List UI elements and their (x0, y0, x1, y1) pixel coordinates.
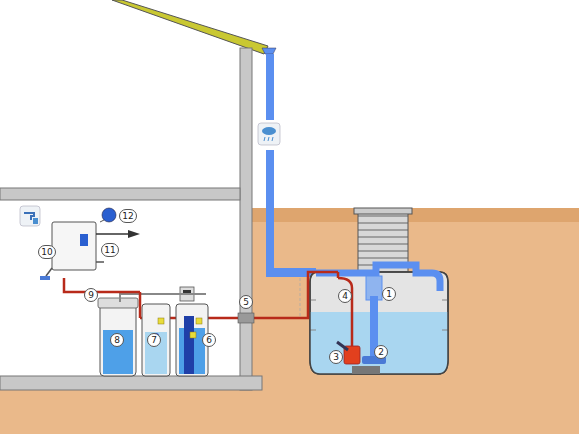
callout-number: 11 (101, 243, 118, 257)
callout-number: 2 (374, 345, 388, 359)
callout-number: 5 (239, 295, 253, 309)
callout-number: 7 (147, 333, 161, 347)
callout-number: 6 (202, 333, 216, 347)
callout-number: 4 (338, 289, 352, 303)
callout-number: 12 (119, 209, 136, 223)
callout-number: 10 (38, 245, 55, 259)
callout-number: 1 (382, 287, 396, 301)
callout-number: 3 (329, 350, 343, 364)
callout-number: 9 (84, 288, 98, 302)
callout-number: 8 (110, 333, 124, 347)
